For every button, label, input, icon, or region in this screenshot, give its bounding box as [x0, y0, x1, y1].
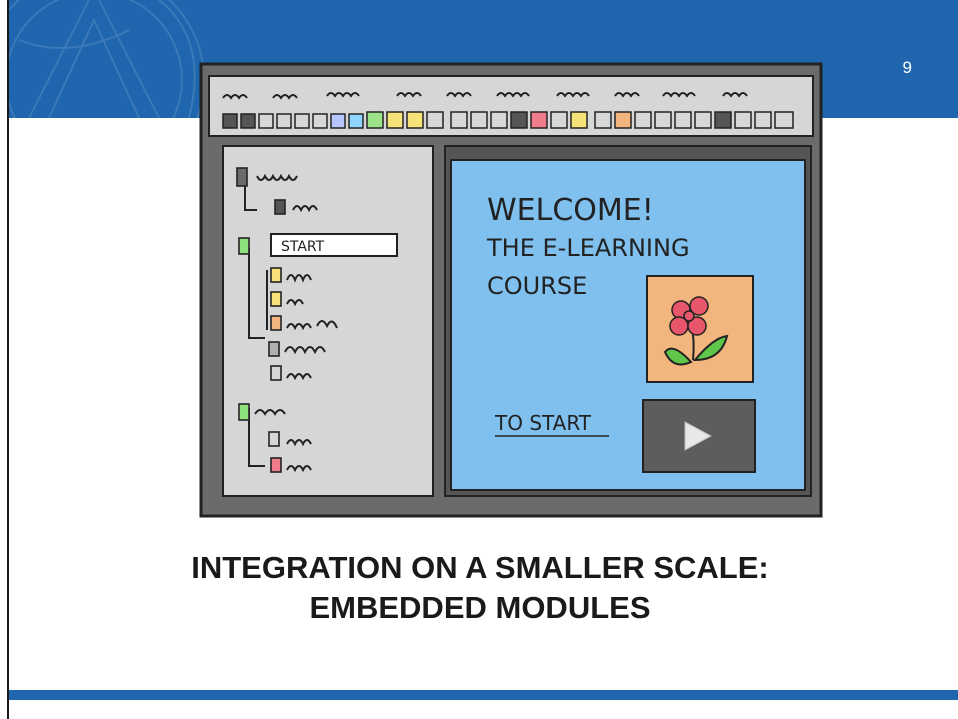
to-start-label: TO START: [494, 411, 592, 435]
slide-title: INTEGRATION ON A SMALLER SCALE: EMBEDDED…: [100, 548, 860, 628]
play-button[interactable]: [642, 399, 756, 473]
elearning-window-sketch: START WELCOME! THE E-LEARNING COURSE TO …: [199, 62, 823, 518]
tree-lines: [244, 178, 268, 467]
footer-band: [9, 690, 958, 700]
tree-pane: [222, 145, 434, 497]
slide-title-line1: INTEGRATION ON A SMALLER SCALE:: [191, 550, 769, 585]
tree-start-label: START: [281, 239, 325, 255]
welcome-course: COURSE: [487, 272, 587, 300]
page-number: 9: [902, 58, 912, 77]
slide-title-line2: EMBEDDED MODULES: [309, 590, 651, 625]
tree-selected-item: [270, 233, 398, 257]
left-border: [7, 0, 9, 719]
toolbar-icons: [222, 111, 794, 129]
welcome-subtitle: THE E-LEARNING: [486, 234, 690, 262]
play-icon: [684, 421, 713, 451]
flower-icon: [646, 275, 754, 383]
tree-label-scribbles: [254, 173, 338, 473]
tree-nodes: [236, 167, 286, 473]
menu-scribbles: [222, 92, 748, 100]
welcome-heading: WELCOME!: [487, 193, 654, 228]
